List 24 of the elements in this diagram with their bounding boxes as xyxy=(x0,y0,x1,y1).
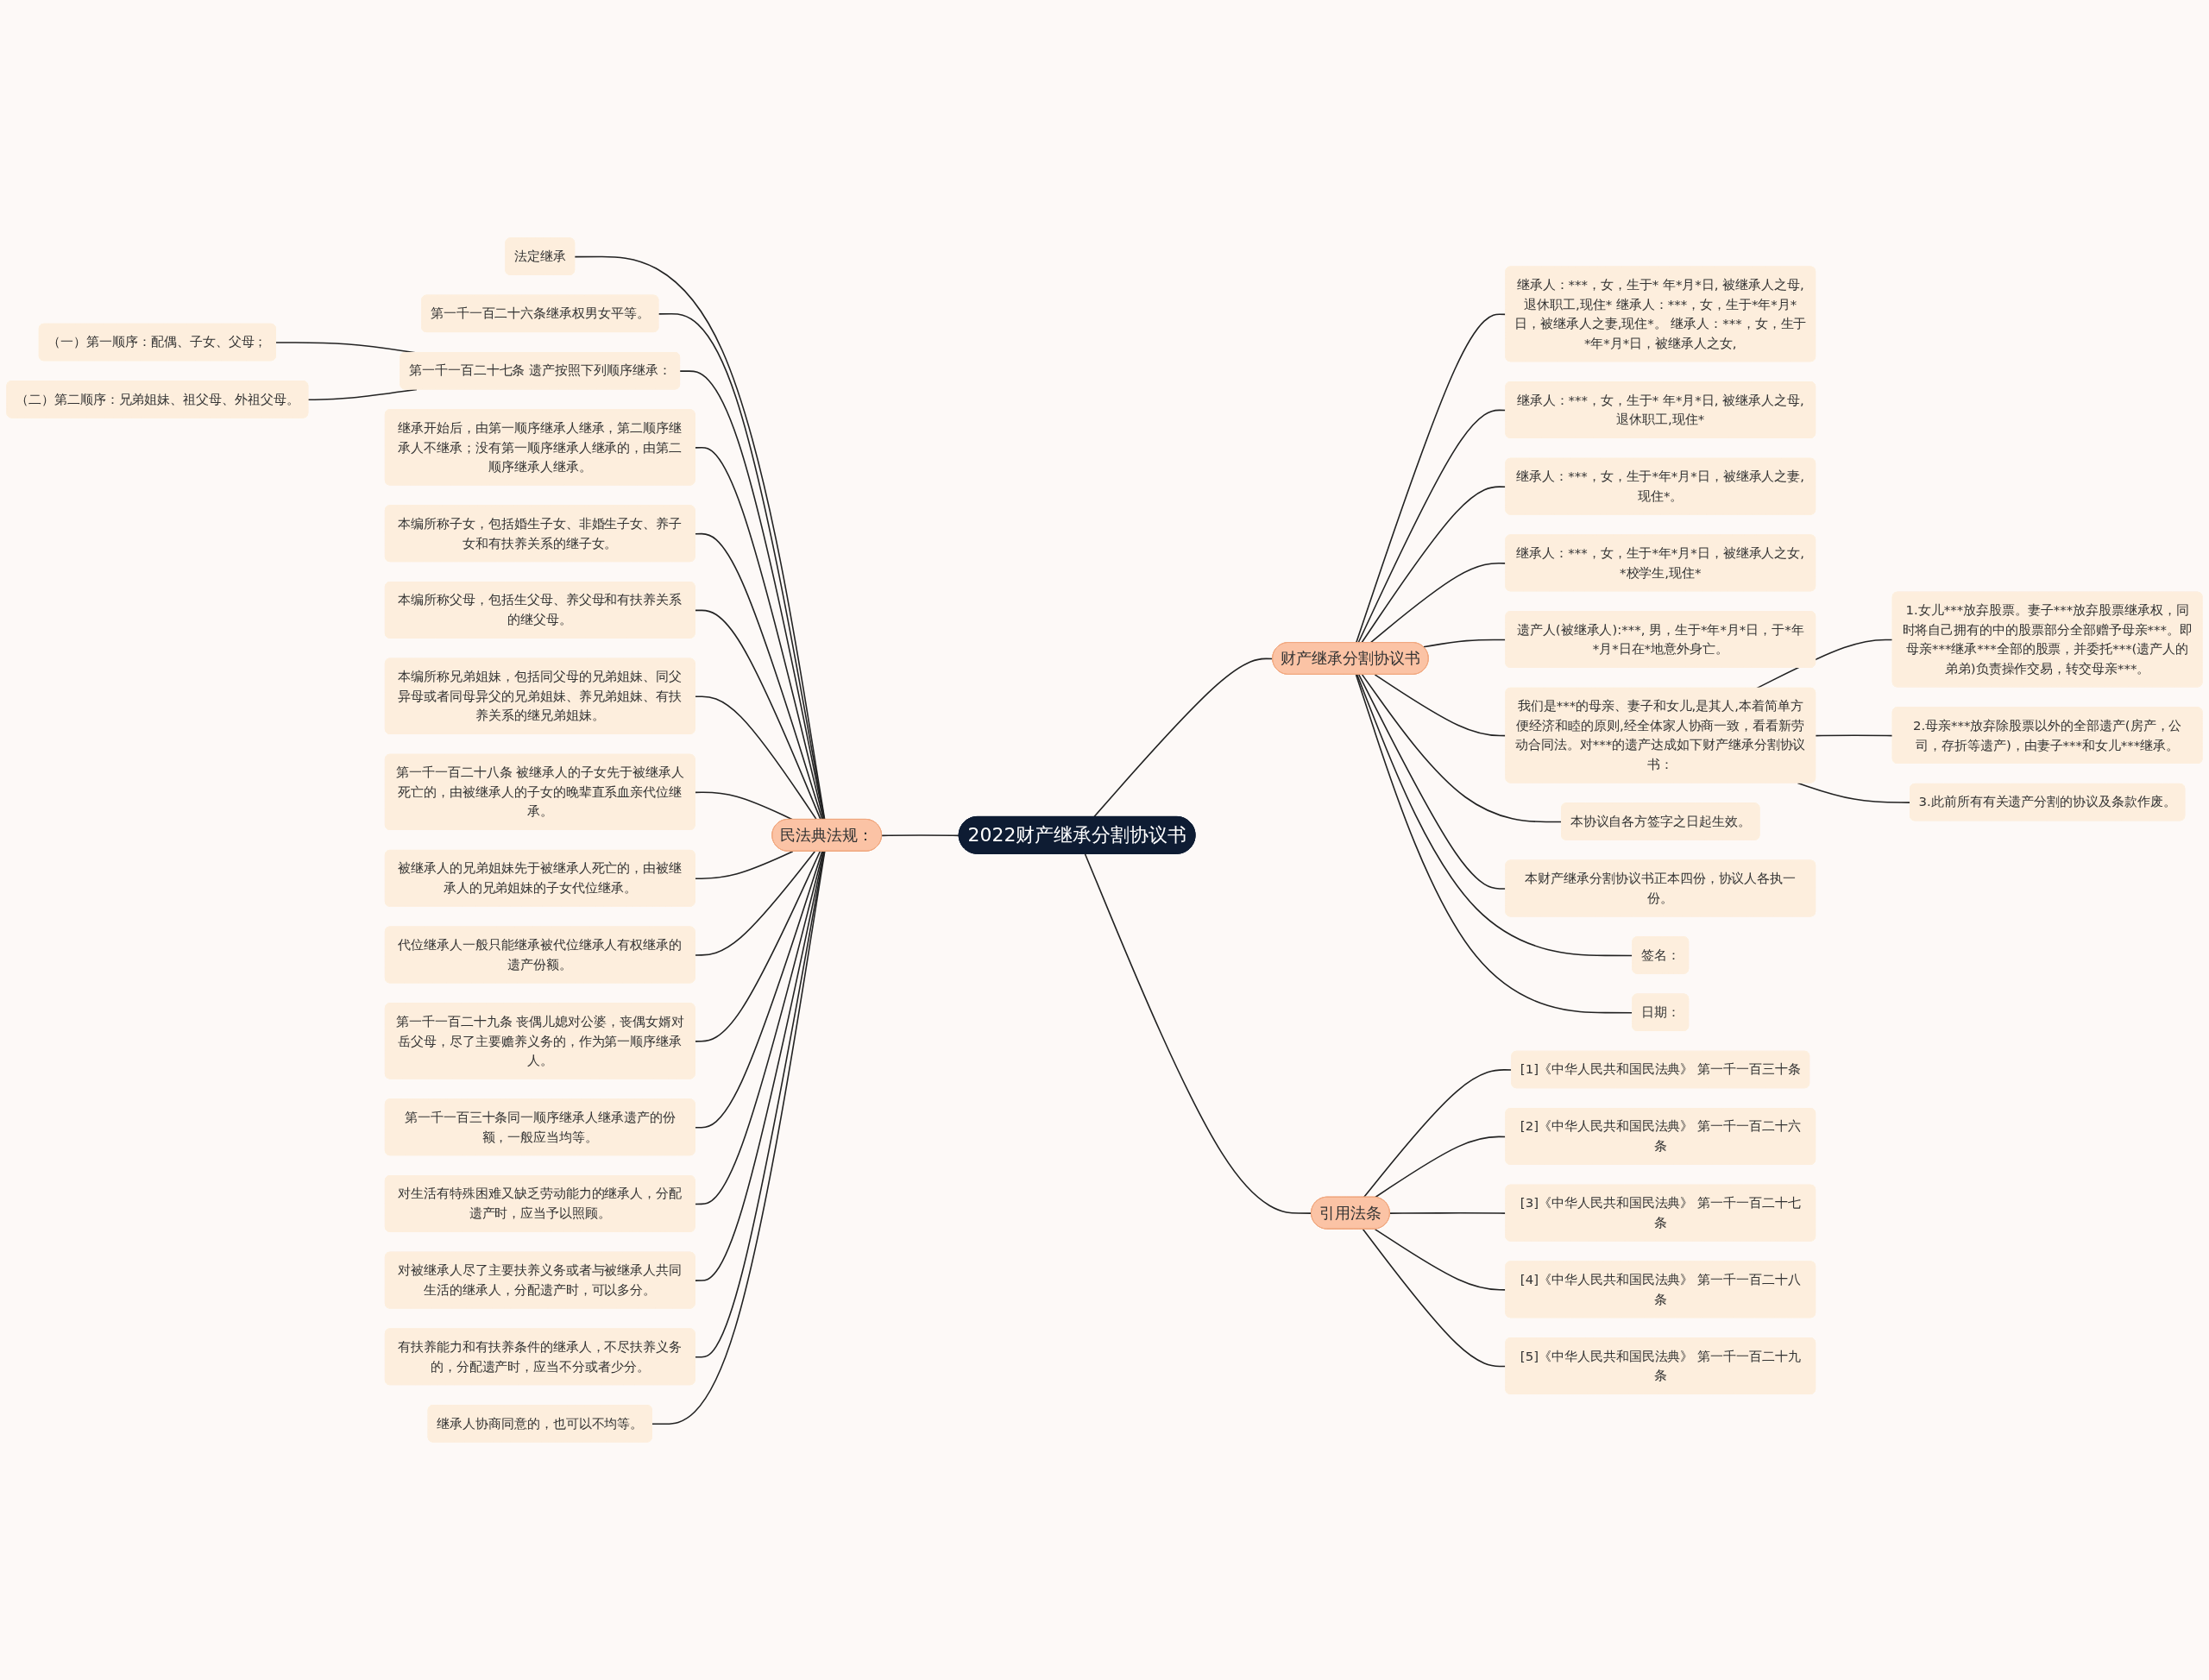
connector xyxy=(694,851,823,1129)
connector xyxy=(679,370,825,821)
connector xyxy=(694,791,794,821)
connector xyxy=(1815,734,1894,737)
connector xyxy=(881,834,960,837)
connector xyxy=(694,851,816,956)
connector xyxy=(694,851,824,1205)
connector xyxy=(574,255,826,821)
connector xyxy=(694,851,826,1358)
connector xyxy=(694,851,825,1281)
connector xyxy=(694,447,825,821)
connector xyxy=(307,388,418,401)
connector xyxy=(694,851,821,1042)
connector xyxy=(658,313,826,821)
connector xyxy=(1092,658,1274,818)
connector xyxy=(651,851,826,1425)
connector xyxy=(694,532,823,821)
connector xyxy=(1084,853,1312,1214)
connector xyxy=(694,609,821,821)
connector xyxy=(694,851,794,880)
connector xyxy=(1797,782,1911,803)
connector xyxy=(694,695,818,821)
connector xyxy=(1361,674,1563,823)
connector xyxy=(1755,639,1894,689)
